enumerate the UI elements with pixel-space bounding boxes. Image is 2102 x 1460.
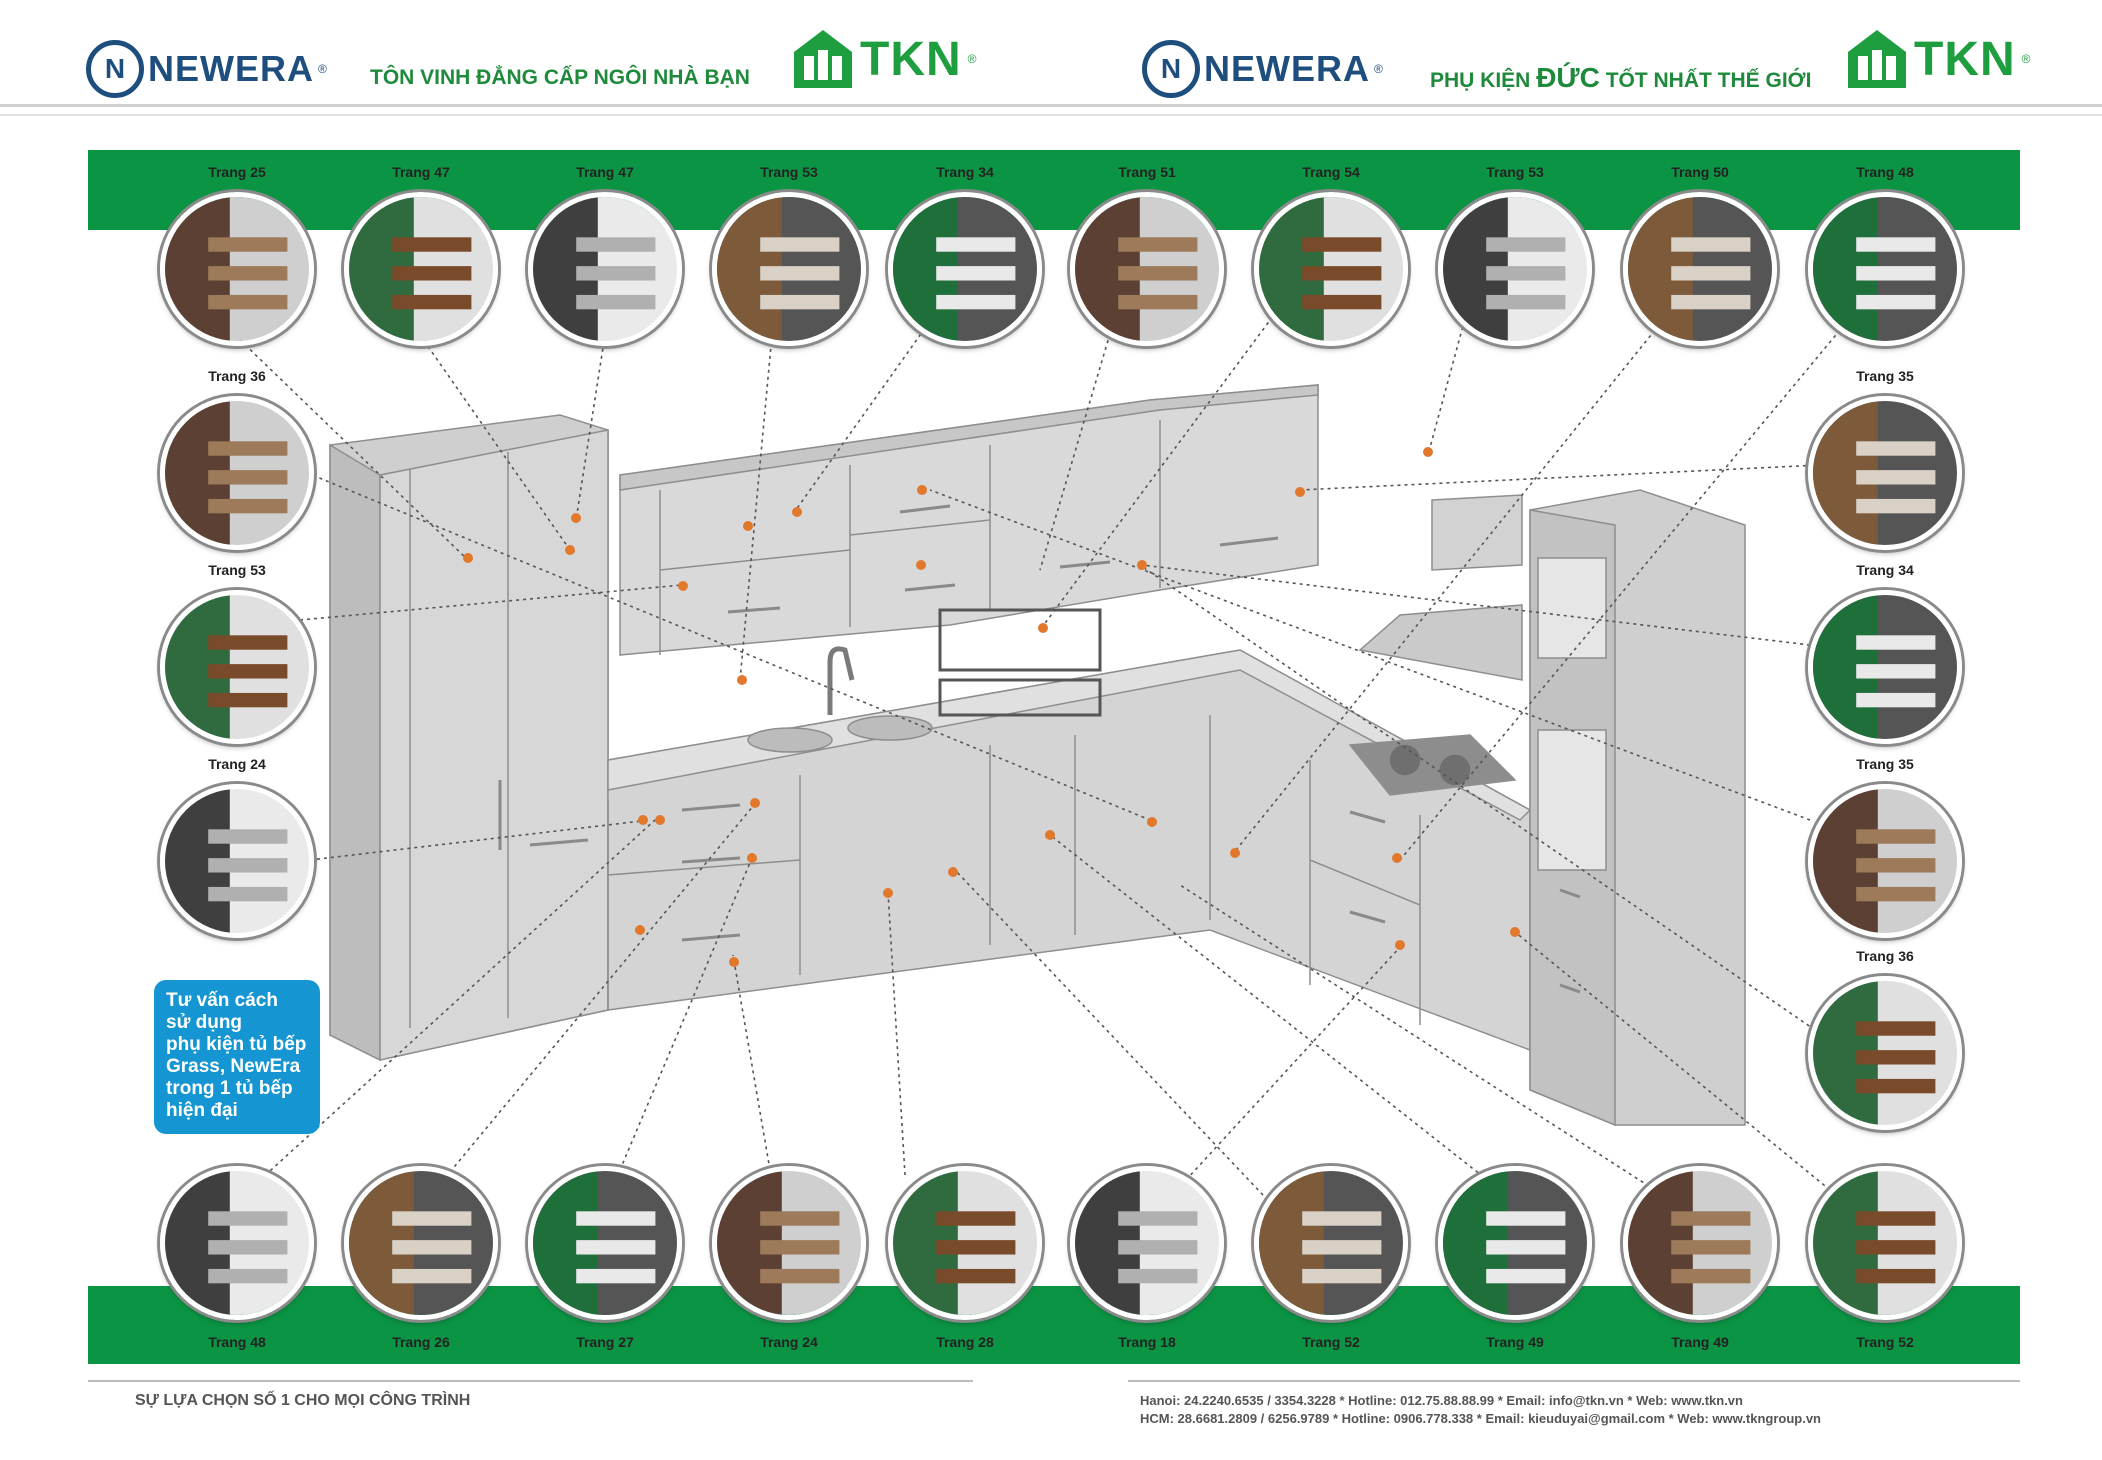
page-reference-label: Trang 35: [1856, 756, 1914, 772]
two-tier-dish-rack-icon[interactable]: [1254, 192, 1408, 346]
page-reference-label: Trang 53: [1486, 164, 1544, 180]
page-reference-label: Trang 28: [936, 1334, 994, 1350]
cutlery-drawer-icon[interactable]: [160, 784, 314, 938]
registered-mark: ®: [318, 62, 327, 76]
footer-contact: Hanoi: 24.2240.6535 / 3354.3228 * Hotlin…: [1140, 1392, 1821, 1428]
newera-logo-right: N NEWERA ®: [1142, 40, 1383, 98]
page-reference-label: Trang 35: [1856, 368, 1914, 384]
advice-line: Grass, NewEra: [166, 1056, 301, 1077]
pullout-basket-icon[interactable]: [1438, 1166, 1592, 1320]
drawer-slides-icon[interactable]: [1070, 1166, 1224, 1320]
tkn-house-icon: [1848, 30, 1906, 88]
newera-wordmark: NEWERA: [148, 48, 314, 89]
drawer-plate-rack-icon[interactable]: [160, 1166, 314, 1320]
pantry-pullout-baskets-icon[interactable]: [160, 192, 314, 346]
corner-pullout-icon[interactable]: [1623, 192, 1777, 346]
advice-line: trong 1 tủ bếp: [166, 1078, 293, 1099]
page-reference-label: Trang 24: [760, 1334, 818, 1350]
page-reference-label: Trang 52: [1302, 1334, 1360, 1350]
cutlery-tray-icon[interactable]: [528, 1166, 682, 1320]
footer-contact-hanoi: Hanoi: 24.2240.6535 / 3354.3228 * Hotlin…: [1140, 1393, 1743, 1408]
advice-box: Tư vấn cách sử dụng phụ kiện tủ bếp Gras…: [154, 980, 320, 1134]
registered-mark: ®: [967, 52, 977, 66]
page-reference-label: Trang 34: [936, 164, 994, 180]
newera-logo-left: N NEWERA ®: [86, 40, 327, 98]
footer-contact-hcm: HCM: 28.6681.2809 / 6256.9789 * Hotline:…: [1140, 1411, 1822, 1426]
flip-up-door-icon[interactable]: [1808, 784, 1962, 938]
advice-line: sử dụng: [166, 1012, 243, 1033]
advice-line: phụ kiện tủ bếp: [166, 1034, 307, 1055]
page-reference-label: Trang 18: [1118, 1334, 1176, 1350]
slogan-right: PHỤ KIỆN ĐỨC TỐT NHẤT THẾ GIỚI: [1430, 62, 1811, 94]
lift-mechanism-icon[interactable]: [1808, 396, 1962, 550]
tkn-logo-left: TKN ®: [792, 28, 977, 90]
header-divider-2: [0, 114, 2102, 116]
slogan-prefix: PHỤ KIỆN: [1430, 69, 1537, 92]
tall-bottle-rack-icon[interactable]: [528, 192, 682, 346]
waste-bin-icon[interactable]: [1254, 1166, 1408, 1320]
corner-carousel-icon[interactable]: [1808, 192, 1962, 346]
footer-tagline: SỰ LỰA CHỌN SỐ 1 CHO MỌI CÔNG TRÌNH: [135, 1392, 471, 1409]
newera-wordmark: NEWERA: [1204, 48, 1370, 89]
footer-divider-right: [1128, 1380, 2020, 1382]
tkn-logo-right: TKN ®: [1846, 28, 2031, 90]
bottle-pullout-icon[interactable]: [1623, 1166, 1777, 1320]
tkn-wordmark: TKN: [1914, 32, 2016, 86]
page-reference-label: Trang 24: [208, 756, 266, 772]
page-reference-label: Trang 36: [208, 368, 266, 384]
page-reference-label: Trang 53: [760, 164, 818, 180]
page-reference-label: Trang 52: [1856, 1334, 1914, 1350]
slogan-suffix: TỐT NHẤT THẾ GIỚI: [1599, 69, 1812, 92]
spice-drawer-icon[interactable]: [888, 1166, 1042, 1320]
cabinet-dish-rack-icon[interactable]: [160, 590, 314, 744]
tkn-wordmark: TKN: [860, 32, 962, 86]
footer-divider-left: [88, 1380, 973, 1382]
page-reference-label: Trang 51: [1118, 164, 1176, 180]
page-reference-label: Trang 34: [1856, 562, 1914, 578]
newera-emblem-icon: N: [86, 40, 144, 98]
flap-stay-icon[interactable]: [1808, 590, 1962, 744]
page-reference-label: Trang 53: [208, 562, 266, 578]
dish-drying-rack-icon[interactable]: [1070, 192, 1224, 346]
page-reference-label: Trang 47: [576, 164, 634, 180]
page-reference-label: Trang 50: [1671, 164, 1729, 180]
slogan-left: TÔN VINH ĐẲNG CẤP NGÔI NHÀ BẠN: [370, 66, 750, 89]
pot-drawer-icon[interactable]: [712, 1166, 866, 1320]
page-reference-label: Trang 48: [1856, 164, 1914, 180]
advice-line: hiện đại: [166, 1100, 238, 1121]
newera-emblem-icon: N: [1142, 40, 1200, 98]
bi-fold-lift-icon[interactable]: [1808, 976, 1962, 1130]
wall-utensil-rail-icon[interactable]: [712, 192, 866, 346]
header-divider: [0, 104, 2102, 107]
slogan-emphasis: ĐỨC: [1536, 62, 1600, 93]
page-reference-label: Trang 25: [208, 164, 266, 180]
registered-mark: ®: [1374, 62, 1383, 76]
advice-line: Tư vấn cách: [166, 990, 278, 1011]
page-reference-label: Trang 36: [1856, 948, 1914, 964]
open-wall-dish-rack-icon[interactable]: [1438, 192, 1592, 346]
bin-system-icon[interactable]: [1808, 1166, 1962, 1320]
page-reference-label: Trang 48: [208, 1334, 266, 1350]
tkn-house-icon: [794, 30, 852, 88]
page-reference-label: Trang 26: [392, 1334, 450, 1350]
registered-mark: ®: [2021, 52, 2031, 66]
lift-up-hinge-icon[interactable]: [888, 192, 1042, 346]
lazy-susan-icon[interactable]: [160, 396, 314, 550]
page-reference-label: Trang 54: [1302, 164, 1360, 180]
tandembox-drawer-icon[interactable]: [344, 1166, 498, 1320]
page-reference-label: Trang 47: [392, 164, 450, 180]
page-reference-label: Trang 49: [1671, 1334, 1729, 1350]
tall-pantry-unit-icon[interactable]: [344, 192, 498, 346]
page-reference-label: Trang 49: [1486, 1334, 1544, 1350]
page-reference-label: Trang 27: [576, 1334, 634, 1350]
